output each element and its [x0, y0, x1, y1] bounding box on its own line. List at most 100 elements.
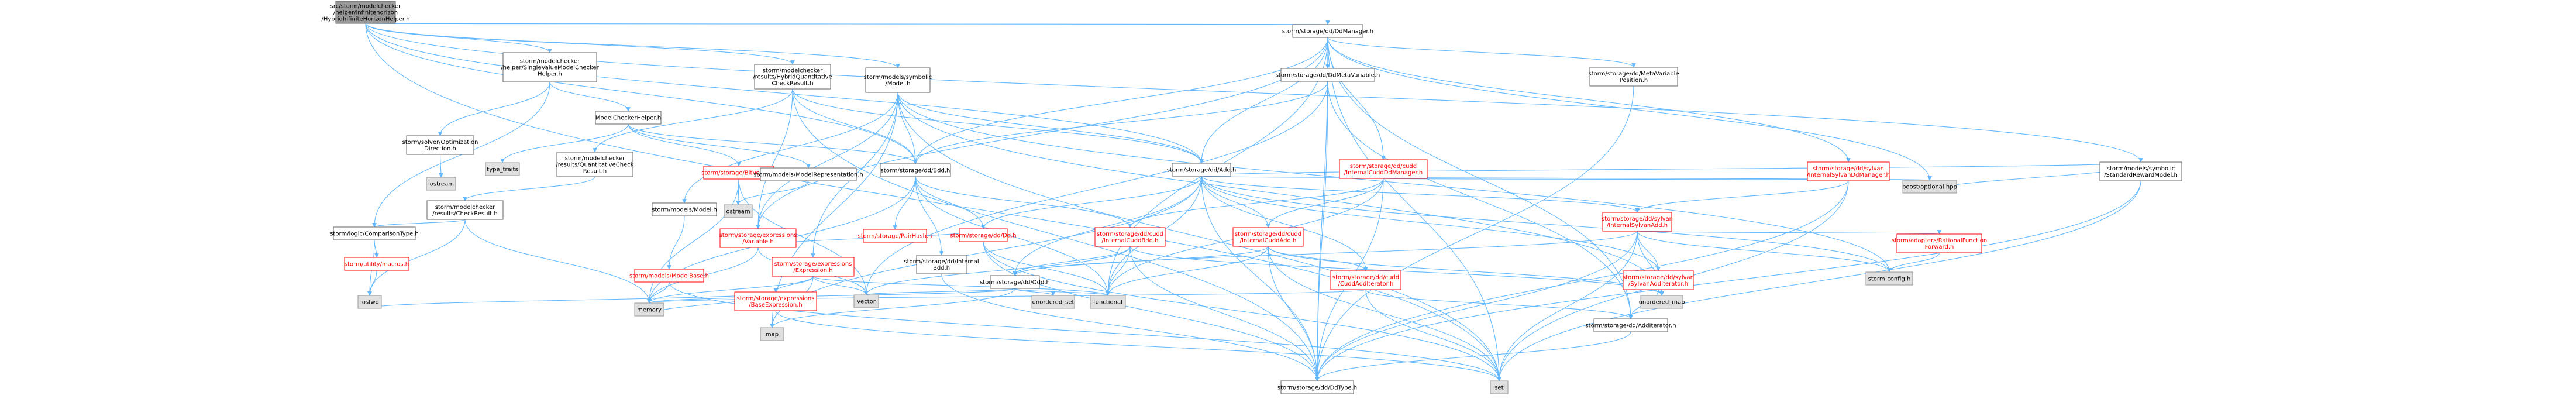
- node-label-line: storm/storage/PairHash.h: [858, 233, 932, 240]
- node-additer[interactable]: storm/storage/dd/AddIterator.h: [1585, 318, 1676, 332]
- node-symmodel[interactable]: storm/models/symbolic/Model.h: [864, 67, 932, 93]
- edge-cuddbdd-to-ddtype: [1129, 246, 1320, 381]
- edge-mch-to-bitvector: [628, 123, 741, 167]
- node-label-line: storm/storage/dd/Add.h: [1167, 167, 1237, 174]
- edge-add-to-cuddadd: [1201, 176, 1270, 228]
- edge-macros-to-iosfwd: [367, 270, 377, 296]
- node-label-line: boost/optional.hpp: [1902, 184, 1957, 191]
- node-ddmetavar[interactable]: storm/storage/dd/DdMetaVariable.h: [1276, 68, 1380, 82]
- edge-mch-to-bdd: [628, 123, 918, 164]
- edge-symmodel-to-set: [897, 92, 1501, 381]
- node-sylvanaddit[interactable]: storm/storage/dd/sylvan/SylvanAddIterato…: [1623, 270, 1694, 290]
- node-ccr[interactable]: storm/modelchecker/results/CheckResult.h: [426, 200, 504, 220]
- edge-ddmetavar-to-additer: [1327, 81, 1633, 319]
- node-label-line: unordered_map: [1639, 300, 1685, 306]
- node-box: [1490, 380, 1509, 394]
- node-label-line: storm/modelchecker: [565, 156, 626, 162]
- node-functional[interactable]: functional: [1090, 295, 1126, 309]
- node-cuddaddit[interactable]: storm/storage/dd/cudd/CuddAddIterator.h: [1330, 270, 1401, 290]
- node-box: [1807, 161, 1890, 181]
- node-unorderedmap[interactable]: unordered_map: [1639, 295, 1685, 309]
- edge-modelbase-to-set: [669, 281, 1501, 381]
- node-mch[interactable]: ModelCheckerHelper.h: [595, 111, 662, 125]
- node-vector[interactable]: vector: [853, 294, 879, 308]
- node-ddtype[interactable]: storm/storage/dd/DdType.h: [1277, 380, 1357, 394]
- node-label-line: storm/modelchecker: [520, 59, 581, 65]
- node-box: [502, 52, 597, 82]
- node-memory[interactable]: memory: [634, 302, 664, 317]
- node-modelrep[interactable]: storm/models/ModelRepresentation.h: [753, 167, 863, 181]
- node-box: [1232, 227, 1304, 247]
- edge-ddmetavar-to-ddtype: [1315, 81, 1328, 381]
- node-iosfwd[interactable]: iosfwd: [357, 295, 382, 309]
- node-typetraits[interactable]: type_traits: [485, 162, 520, 176]
- node-srm[interactable]: storm/models/symbolic/StandardRewardMode…: [2099, 161, 2182, 181]
- edge-dd-to-ddtype: [983, 241, 1320, 381]
- node-optional[interactable]: boost/optional.hpp: [1902, 180, 1957, 194]
- edge-sylvanadd-to-stormconfig: [1637, 231, 1892, 273]
- node-label-line: storm/storage/dd/DdMetaVariable.h: [1276, 73, 1380, 79]
- node-odd[interactable]: storm/storage/dd/Odd.h: [980, 275, 1050, 289]
- node-box: [2099, 161, 2182, 181]
- node-box: [1902, 180, 1957, 194]
- node-hqcr[interactable]: storm/modelchecker/results/HybridQuantit…: [753, 64, 832, 90]
- node-add[interactable]: storm/storage/dd/Add.h: [1167, 163, 1237, 177]
- node-box: [485, 162, 520, 176]
- node-label-line: storm/modelchecker: [763, 68, 824, 74]
- node-label-line: storm/storage/dd/sylvan: [1602, 216, 1673, 222]
- node-ostream[interactable]: ostream: [724, 204, 753, 218]
- node-stormconfig[interactable]: storm-config.h: [1865, 271, 1913, 286]
- node-box: [760, 167, 857, 181]
- node-label-line: /InternalSylvanAdd.h: [1607, 222, 1668, 229]
- node-box: [652, 202, 717, 216]
- node-set[interactable]: set: [1490, 380, 1509, 394]
- node-dd[interactable]: storm/storage/dd/Dd.h: [950, 228, 1017, 242]
- node-ddmgr[interactable]: storm/storage/dd/DdManager.h: [1282, 24, 1373, 38]
- node-bitvector[interactable]: storm/storage/BitVector.h: [701, 166, 776, 180]
- node-modelbase[interactable]: storm/models/ModelBase.h: [629, 269, 709, 283]
- node-box: [1330, 270, 1401, 290]
- node-expr[interactable]: storm/storage/expressions/Expression.h: [772, 257, 855, 277]
- node-pairhash[interactable]: storm/storage/PairHash.h: [858, 229, 932, 243]
- edge-add-to-cuddaddit: [1201, 176, 1368, 271]
- edge-root-to-set: [365, 23, 1501, 381]
- node-label-line: storm/models/symbolic: [864, 74, 932, 81]
- node-label-line: /InternalCuddBdd.h: [1102, 238, 1159, 244]
- node-baseexpr[interactable]: storm/storage/expressions/BaseExpression…: [734, 291, 817, 311]
- node-cuddadd[interactable]: storm/storage/dd/cudd/InternalCuddAdd.h: [1232, 227, 1304, 247]
- node-unorderedset[interactable]: unordered_set: [1031, 295, 1075, 309]
- node-qcr[interactable]: storm/modelchecker/results/QuantitativeC…: [556, 152, 634, 177]
- node-exprvar[interactable]: storm/storage/expressions/Variable.h: [719, 228, 797, 248]
- edge-sylvanadd-to-set: [1497, 231, 1638, 381]
- node-root[interactable]: src/storm/modelchecker/helper/infiniteho…: [321, 1, 410, 24]
- edge-expr-to-functional: [812, 276, 1110, 296]
- node-box: [724, 204, 753, 218]
- edge-odd-to-unorderedset: [1014, 288, 1056, 296]
- edge-ddmgr-to-sylvanmgr: [1327, 37, 1851, 163]
- node-iostream[interactable]: iostream: [426, 177, 456, 191]
- node-sylvanmgr[interactable]: storm/storage/dd/sylvan/InternalSylvanDd…: [1807, 161, 1890, 181]
- node-box: [1031, 295, 1075, 309]
- node-cuddbdd[interactable]: storm/storage/dd/cudd/InternalCuddBdd.h: [1094, 227, 1166, 247]
- node-svmch[interactable]: storm/modelchecker/helper/SingleValueMod…: [501, 52, 600, 82]
- node-macros[interactable]: storm/utility/macros.h: [344, 257, 409, 271]
- node-sylvanadd[interactable]: storm/storage/dd/sylvan/InternalSylvanAd…: [1602, 212, 1673, 232]
- node-model[interactable]: storm/models/Model.h: [652, 202, 717, 216]
- node-label-line: storm/storage/dd/MetaVariable: [1588, 71, 1679, 77]
- edge-srm-to-ddtype: [1315, 180, 2141, 381]
- node-label-line: functional: [1093, 300, 1122, 306]
- edge-root-to-srm: [365, 23, 2143, 163]
- edge-ddmgr-to-set: [1327, 37, 1501, 381]
- node-bdd[interactable]: storm/storage/dd/Bdd.h: [880, 163, 951, 177]
- edge-optdir-to-iostream: [439, 154, 443, 178]
- node-label-line: ostream: [726, 209, 750, 215]
- node-cuddmgr[interactable]: storm/storage/dd/cudd/InternalCuddDdMana…: [1339, 159, 1428, 179]
- node-cmptype[interactable]: storm/logic/ComparisonType.h: [330, 226, 419, 240]
- edge-add-to-map: [770, 176, 1202, 328]
- node-map[interactable]: map: [760, 327, 784, 341]
